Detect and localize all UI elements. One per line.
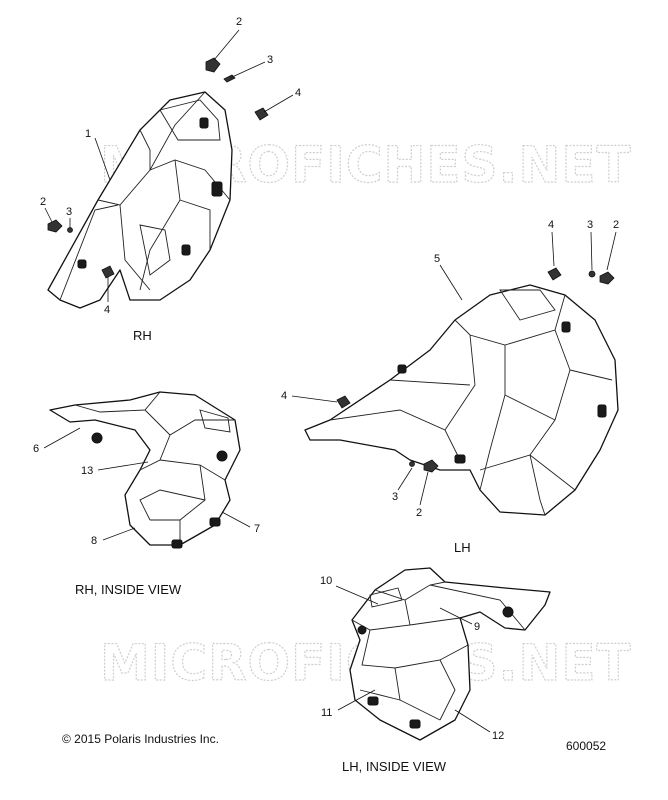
view-label-lh: LH [454, 540, 471, 555]
lh-inside-boss [502, 606, 514, 618]
callout-2: 2 [236, 16, 242, 28]
washer-icon [588, 270, 596, 278]
rh-fender-clip-1 [211, 181, 223, 197]
lh-leaders [291, 231, 617, 506]
callout-4: 4 [281, 390, 287, 402]
washer-icon [409, 461, 415, 467]
callout-13: 13 [81, 465, 93, 477]
push-rivet-icon [599, 271, 615, 285]
callout-2: 2 [40, 196, 46, 208]
rh-inside-shroud [49, 391, 241, 546]
view-label-rh: RH [133, 328, 152, 343]
rh-inside-view [49, 391, 241, 549]
rh-hardware [47, 57, 269, 279]
copyright-text: © 2015 Polaris Industries Inc. [62, 732, 219, 746]
callout-12: 12 [492, 730, 504, 742]
washer-icon [67, 227, 73, 233]
callout-3: 3 [392, 491, 398, 503]
callout-10: 10 [320, 575, 332, 587]
callout-3: 3 [66, 206, 72, 218]
callout-2: 2 [613, 219, 619, 231]
callout-6: 6 [33, 443, 39, 455]
lh-inside-leaders [335, 585, 491, 733]
callout-9: 9 [474, 621, 480, 633]
lh-hardware [336, 267, 615, 473]
push-rivet-icon [47, 219, 63, 233]
callout-4: 4 [295, 87, 301, 99]
view-label-rh-inside: RH, INSIDE VIEW [75, 582, 182, 597]
callout-11: 11 [321, 707, 332, 719]
lh-fender-assembly [304, 284, 619, 516]
callout-4: 4 [104, 304, 110, 316]
push-rivet-icon [423, 459, 439, 473]
callout-1: 1 [85, 128, 91, 140]
rh-inside-boss [91, 432, 103, 444]
nut-icon [336, 395, 351, 409]
rh-fender-assembly [47, 91, 233, 309]
lh-fender-shroud [304, 284, 619, 516]
callout-3: 3 [587, 219, 593, 231]
nut-icon [254, 107, 269, 121]
rh-inside-leaders [43, 427, 251, 541]
view-label-lh-inside: LH, INSIDE VIEW [342, 759, 447, 774]
callout-5: 5 [434, 253, 440, 265]
lh-inside-shroud [349, 567, 551, 741]
nut-icon [101, 265, 115, 279]
callout-4: 4 [548, 219, 554, 231]
lh-inside-view [349, 567, 551, 741]
nut-icon [547, 267, 562, 281]
diagram-number: 600052 [566, 739, 606, 753]
callout-8: 8 [91, 535, 97, 547]
callout-3: 3 [267, 54, 273, 66]
callout-7: 7 [254, 523, 260, 535]
rh-leaders [44, 29, 294, 302]
callout-2: 2 [416, 507, 422, 519]
push-rivet-icon [205, 57, 221, 73]
